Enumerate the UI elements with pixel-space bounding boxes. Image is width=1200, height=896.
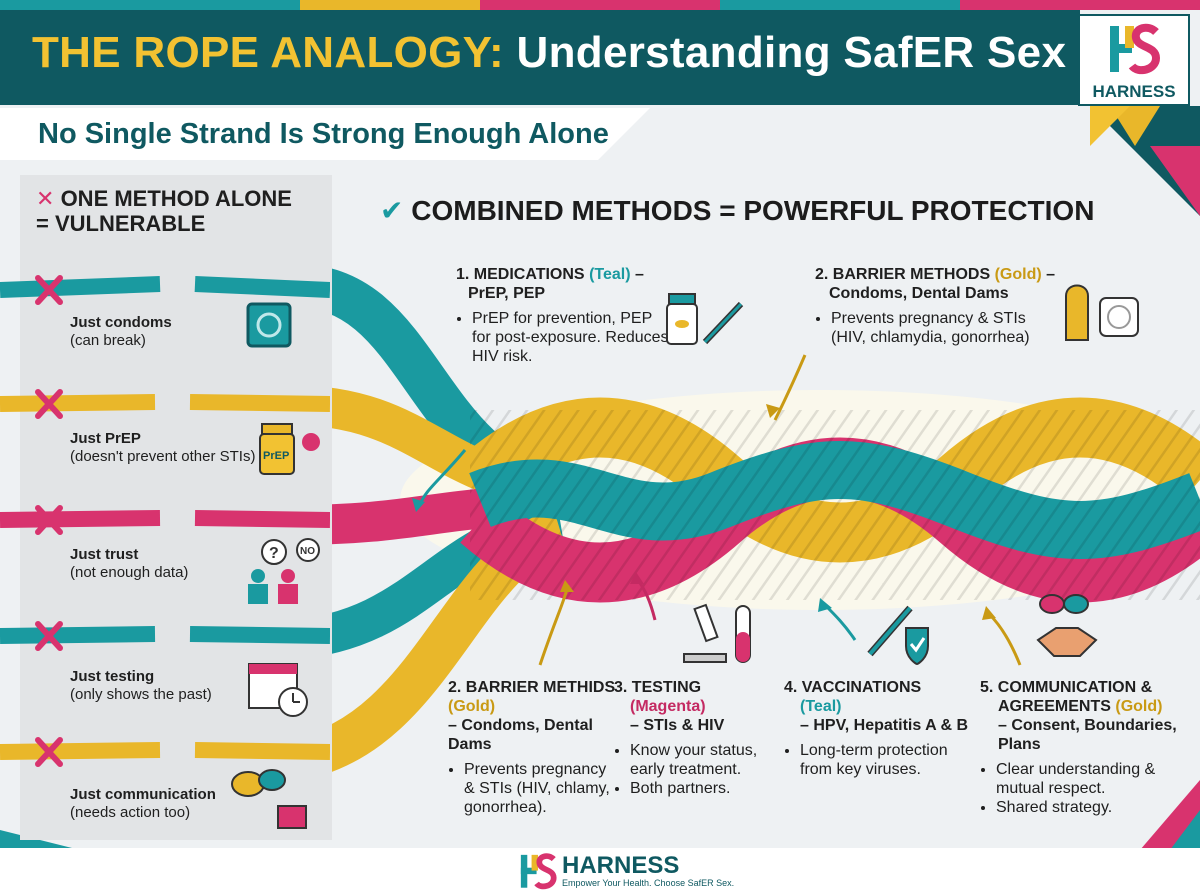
- example-communication: Just communication (needs action too): [70, 786, 216, 821]
- footer-logo-icon: [520, 853, 557, 890]
- condom-dental-dam-icon: [1065, 284, 1139, 341]
- example-prep: Just PrEP (doesn't prevent other STIs): [70, 430, 256, 465]
- hs-logo-icon: [1110, 23, 1160, 75]
- vaccinations-block: 4. VACCINATIONS (Teal) – HPV, Hepatitis …: [784, 678, 974, 779]
- communication-block: 5. COMMUNICATION & AGREEMENTS (Gold) – C…: [980, 678, 1190, 817]
- heading-line-2: = VULNERABLE: [36, 211, 206, 236]
- question-bubble: ?: [269, 545, 279, 562]
- prep-bottle-icon: PrEP: [259, 423, 320, 475]
- pill-bottle-syringe-icon: [666, 293, 744, 345]
- title-rest: Understanding SafER Sex: [516, 28, 1067, 77]
- page-title: THE ROPE ANALOGY: Understanding SafER Se…: [32, 28, 1066, 78]
- prep-bottle-label: PrEP: [263, 450, 289, 462]
- title-banner: [0, 10, 1080, 105]
- subtitle: No Single Strand Is Strong Enough Alone: [38, 118, 609, 150]
- example-condoms: Just condoms (can break): [70, 314, 172, 349]
- top-color-stripe: [0, 0, 1200, 10]
- vaccine-shield-icon: [867, 605, 929, 666]
- subtitle-banner: [0, 108, 650, 160]
- rope-illustration: [286, 263, 1200, 782]
- no-bubble: NO: [300, 546, 315, 557]
- combined-methods-heading: ✔ COMBINED METHODS = POWERFUL PROTECTION: [380, 195, 1095, 226]
- footer-brand: HARNESS: [562, 852, 680, 879]
- single-method-heading: ✕ ONE METHOD ALONE = VULNERABLE: [36, 186, 292, 236]
- example-trust: Just trust (not enough data): [70, 546, 189, 581]
- handshake-chat-icon: [1036, 594, 1098, 657]
- logo-word: HARNESS: [1092, 82, 1176, 101]
- footer-tagline: Empower Your Health. Choose SafER Sex.: [562, 878, 735, 888]
- red-x-icon: ✕: [36, 186, 55, 211]
- title-highlight: THE ROPE ANALOGY:: [32, 28, 504, 77]
- condom-wrapper-icon: [246, 302, 292, 348]
- trust-people-icon: ? NO: [248, 538, 320, 604]
- chat-toolbox-icon: [231, 769, 307, 829]
- microscope-test-tube-icon: [683, 603, 751, 663]
- medications-block: 1. MEDICATIONS (Teal) – PrEP, PEP PrEP f…: [456, 265, 671, 366]
- calendar-clock-icon: [248, 663, 308, 717]
- footer: [0, 848, 1200, 896]
- barrier-methods-top-block: 2. BARRIER METHODS (Gold) – Condoms, Den…: [815, 265, 1055, 347]
- barrier-methods-bottom-block: 2. BARRIER METHIDS (Gold) – Condoms, Den…: [448, 678, 618, 817]
- broken-strands: [0, 275, 330, 767]
- harness-logo: HARNESS: [1078, 14, 1190, 106]
- checkmark-icon: ✔: [380, 195, 404, 226]
- example-testing: Just testing (only shows the past): [70, 668, 212, 703]
- corner-decoration-bottom: [1140, 780, 1200, 850]
- testing-block: 3. TESTING (Magenta) – STIs & HIV Know y…: [614, 678, 774, 798]
- corner-decoration: [1090, 106, 1200, 216]
- heading-line-1: ONE METHOD ALONE: [60, 186, 292, 211]
